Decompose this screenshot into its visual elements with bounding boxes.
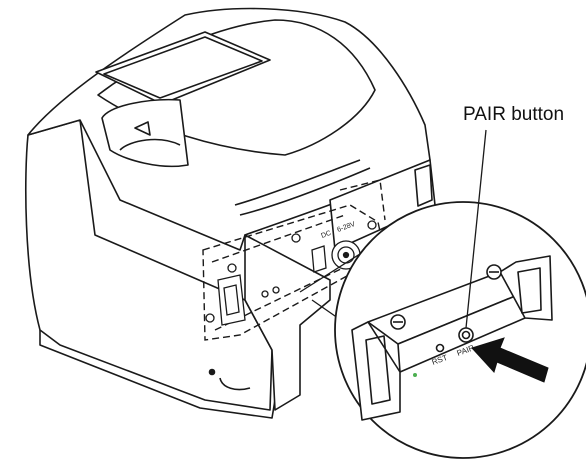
press-arrow-icon: [471, 337, 549, 383]
interface-panel-details: [205, 220, 377, 326]
dc-label: DC: [320, 230, 332, 240]
magnified-bracket: [351, 255, 553, 421]
printer-body: [24, 7, 436, 419]
status-led: [413, 373, 417, 377]
magnified-view: RST PAIR: [334, 201, 586, 459]
pair-callout-line: [465, 129, 487, 329]
pair-button-callout-label: PAIR button: [463, 104, 565, 125]
